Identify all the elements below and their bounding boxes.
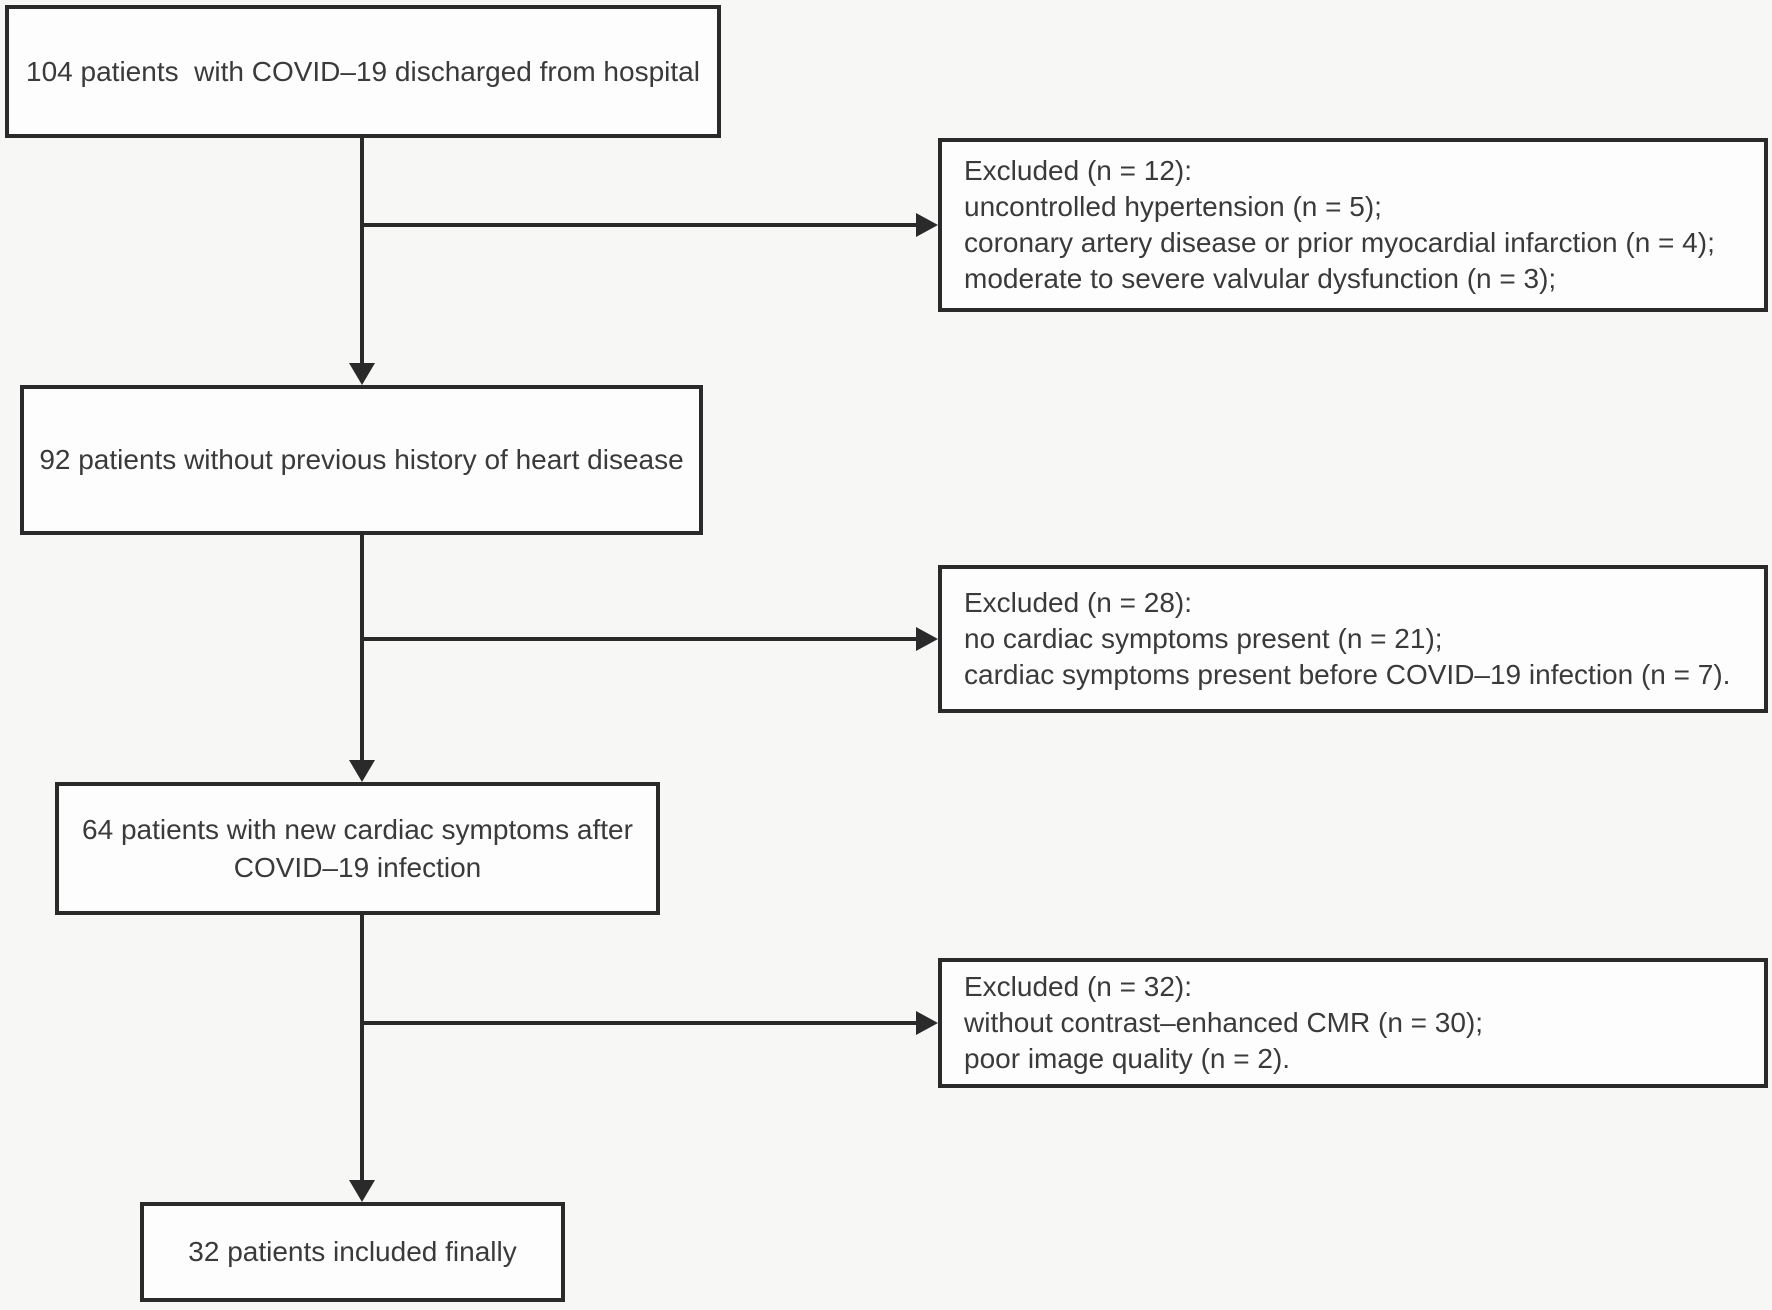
exclusion-1-reason: coronary artery disease or prior myocard… bbox=[964, 227, 1715, 258]
exclusion-2-reason: cardiac symptoms present before COVID–19… bbox=[964, 659, 1731, 690]
arrowhead-right-3 bbox=[916, 1011, 938, 1035]
arrowhead-down-1 bbox=[349, 363, 375, 385]
exclusion-box-2: Excluded (n = 28): no cardiac symptoms p… bbox=[938, 565, 1768, 713]
exclusion-2-title: Excluded (n = 28): bbox=[964, 587, 1193, 618]
exclusion-box-1: Excluded (n = 12): uncontrolled hyperten… bbox=[938, 138, 1768, 312]
node-new-cardiac-symptoms: 64 patients with new cardiac symptoms af… bbox=[55, 782, 660, 915]
exclusion-1-reason: uncontrolled hypertension (n = 5); bbox=[964, 191, 1382, 222]
branch-line-exclusion-3 bbox=[360, 1021, 916, 1025]
arrowhead-down-2 bbox=[349, 760, 375, 782]
exclusion-3-reason: without contrast–enhanced CMR (n = 30); bbox=[964, 1007, 1484, 1038]
arrowhead-right-1 bbox=[916, 213, 938, 237]
branch-line-exclusion-2 bbox=[360, 637, 916, 641]
exclusion-box-3: Excluded (n = 32): without contrast–enha… bbox=[938, 958, 1768, 1088]
node-included-finally: 32 patients included finally bbox=[140, 1202, 565, 1302]
exclusion-1-title: Excluded (n = 12): bbox=[964, 155, 1193, 186]
node-no-heart-disease: 92 patients without previous history of … bbox=[20, 385, 703, 535]
flow-line-vertical-2 bbox=[360, 535, 364, 763]
node-discharged-patients: 104 patients with COVID–19 discharged fr… bbox=[5, 5, 721, 138]
exclusion-3-reason: poor image quality (n = 2). bbox=[964, 1043, 1291, 1074]
arrowhead-right-2 bbox=[916, 627, 938, 651]
exclusion-1-reason: moderate to severe valvular dysfunction … bbox=[964, 263, 1557, 294]
flow-line-vertical-3 bbox=[360, 915, 364, 1183]
exclusion-2-reason: no cardiac symptoms present (n = 21); bbox=[964, 623, 1443, 654]
branch-line-exclusion-1 bbox=[360, 223, 916, 227]
flow-line-vertical-1 bbox=[360, 138, 364, 366]
exclusion-3-title: Excluded (n = 32): bbox=[964, 971, 1193, 1002]
arrowhead-down-3 bbox=[349, 1180, 375, 1202]
